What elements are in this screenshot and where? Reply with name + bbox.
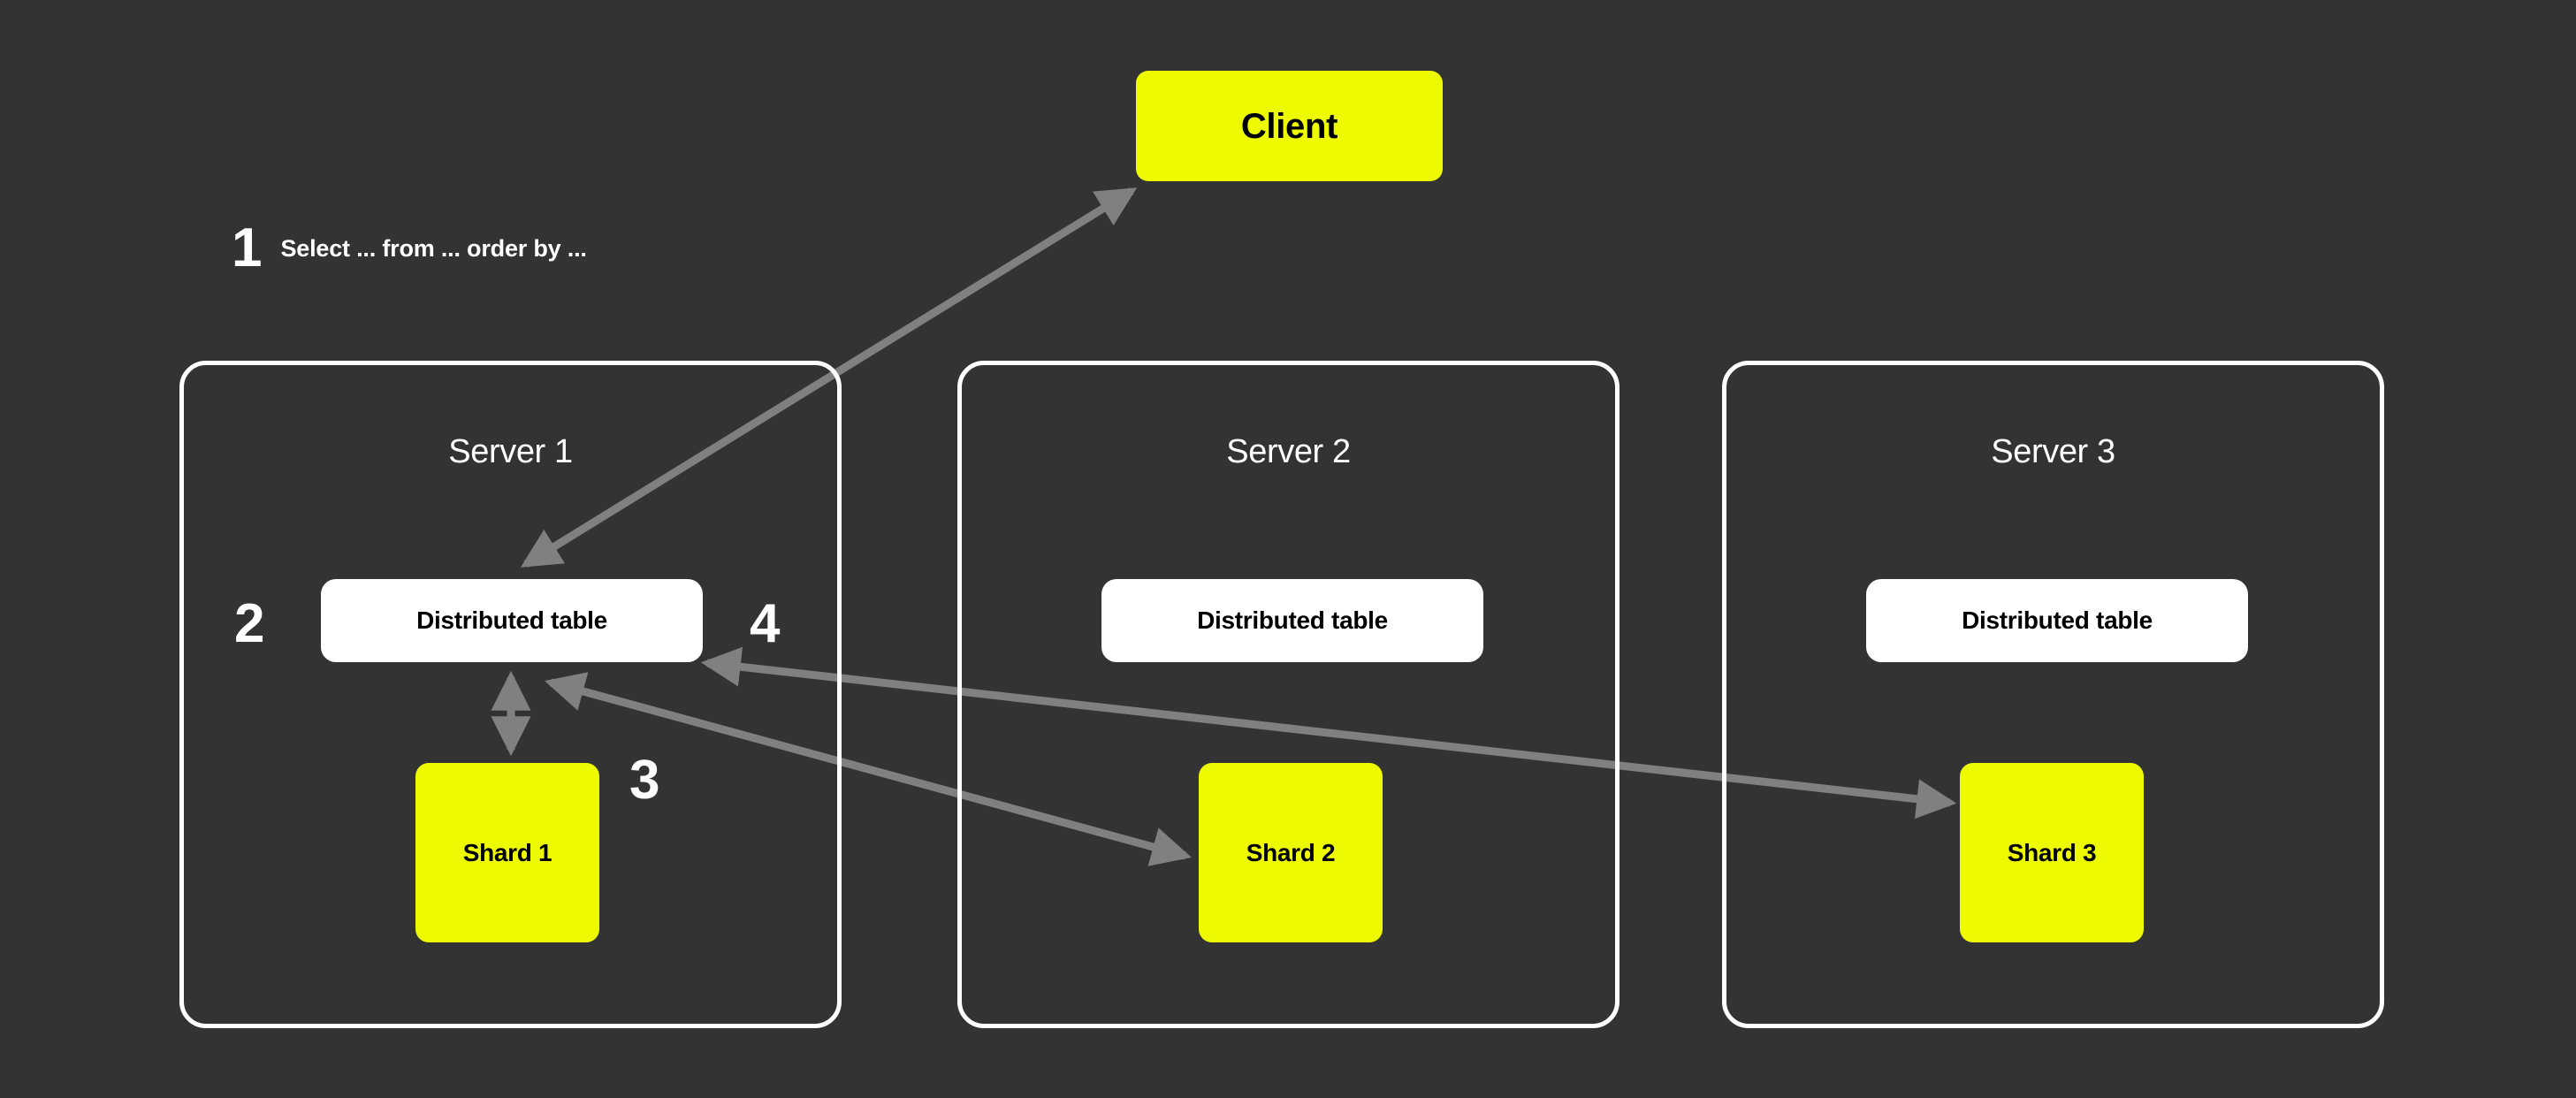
- shard-3-label: Shard 3: [2007, 838, 2097, 866]
- step-1-number: 1: [232, 217, 262, 278]
- server-1-title: Server 1: [448, 433, 573, 470]
- distributed-table-1-label: Distributed table: [416, 606, 607, 634]
- shard-3-node[interactable]: Shard 3: [1960, 763, 2144, 942]
- server-panel-2[interactable]: Server 2 Distributed table Shard 2: [957, 361, 1620, 1028]
- distributed-table-3-label: Distributed table: [1962, 606, 2153, 634]
- client-node[interactable]: Client: [1136, 71, 1443, 181]
- step-4-number: 4: [750, 593, 780, 654]
- step-2-number: 2: [234, 593, 264, 654]
- distributed-table-2-label: Distributed table: [1197, 606, 1388, 634]
- shard-2-node[interactable]: Shard 2: [1199, 763, 1383, 942]
- server-3-title: Server 3: [1991, 433, 2115, 470]
- server-panel-1[interactable]: Server 1 Distributed table Shard 1: [179, 361, 842, 1028]
- step-3-number: 3: [629, 750, 659, 811]
- shard-1-label: Shard 1: [462, 838, 553, 866]
- server-2-title: Server 2: [1226, 433, 1351, 470]
- step-1-annotation: 1 Select ... from ... order by ...: [232, 221, 587, 276]
- distributed-table-3[interactable]: Distributed table: [1866, 579, 2248, 662]
- shard-1-node[interactable]: Shard 1: [415, 763, 599, 942]
- distributed-table-2[interactable]: Distributed table: [1101, 579, 1483, 662]
- client-label: Client: [1240, 106, 1338, 146]
- distributed-table-1[interactable]: Distributed table: [321, 579, 703, 662]
- shard-2-label: Shard 2: [1246, 838, 1336, 866]
- step-1-query-text: Select ... from ... order by ...: [280, 234, 587, 262]
- server-panel-3[interactable]: Server 3 Distributed table Shard 3: [1722, 361, 2384, 1028]
